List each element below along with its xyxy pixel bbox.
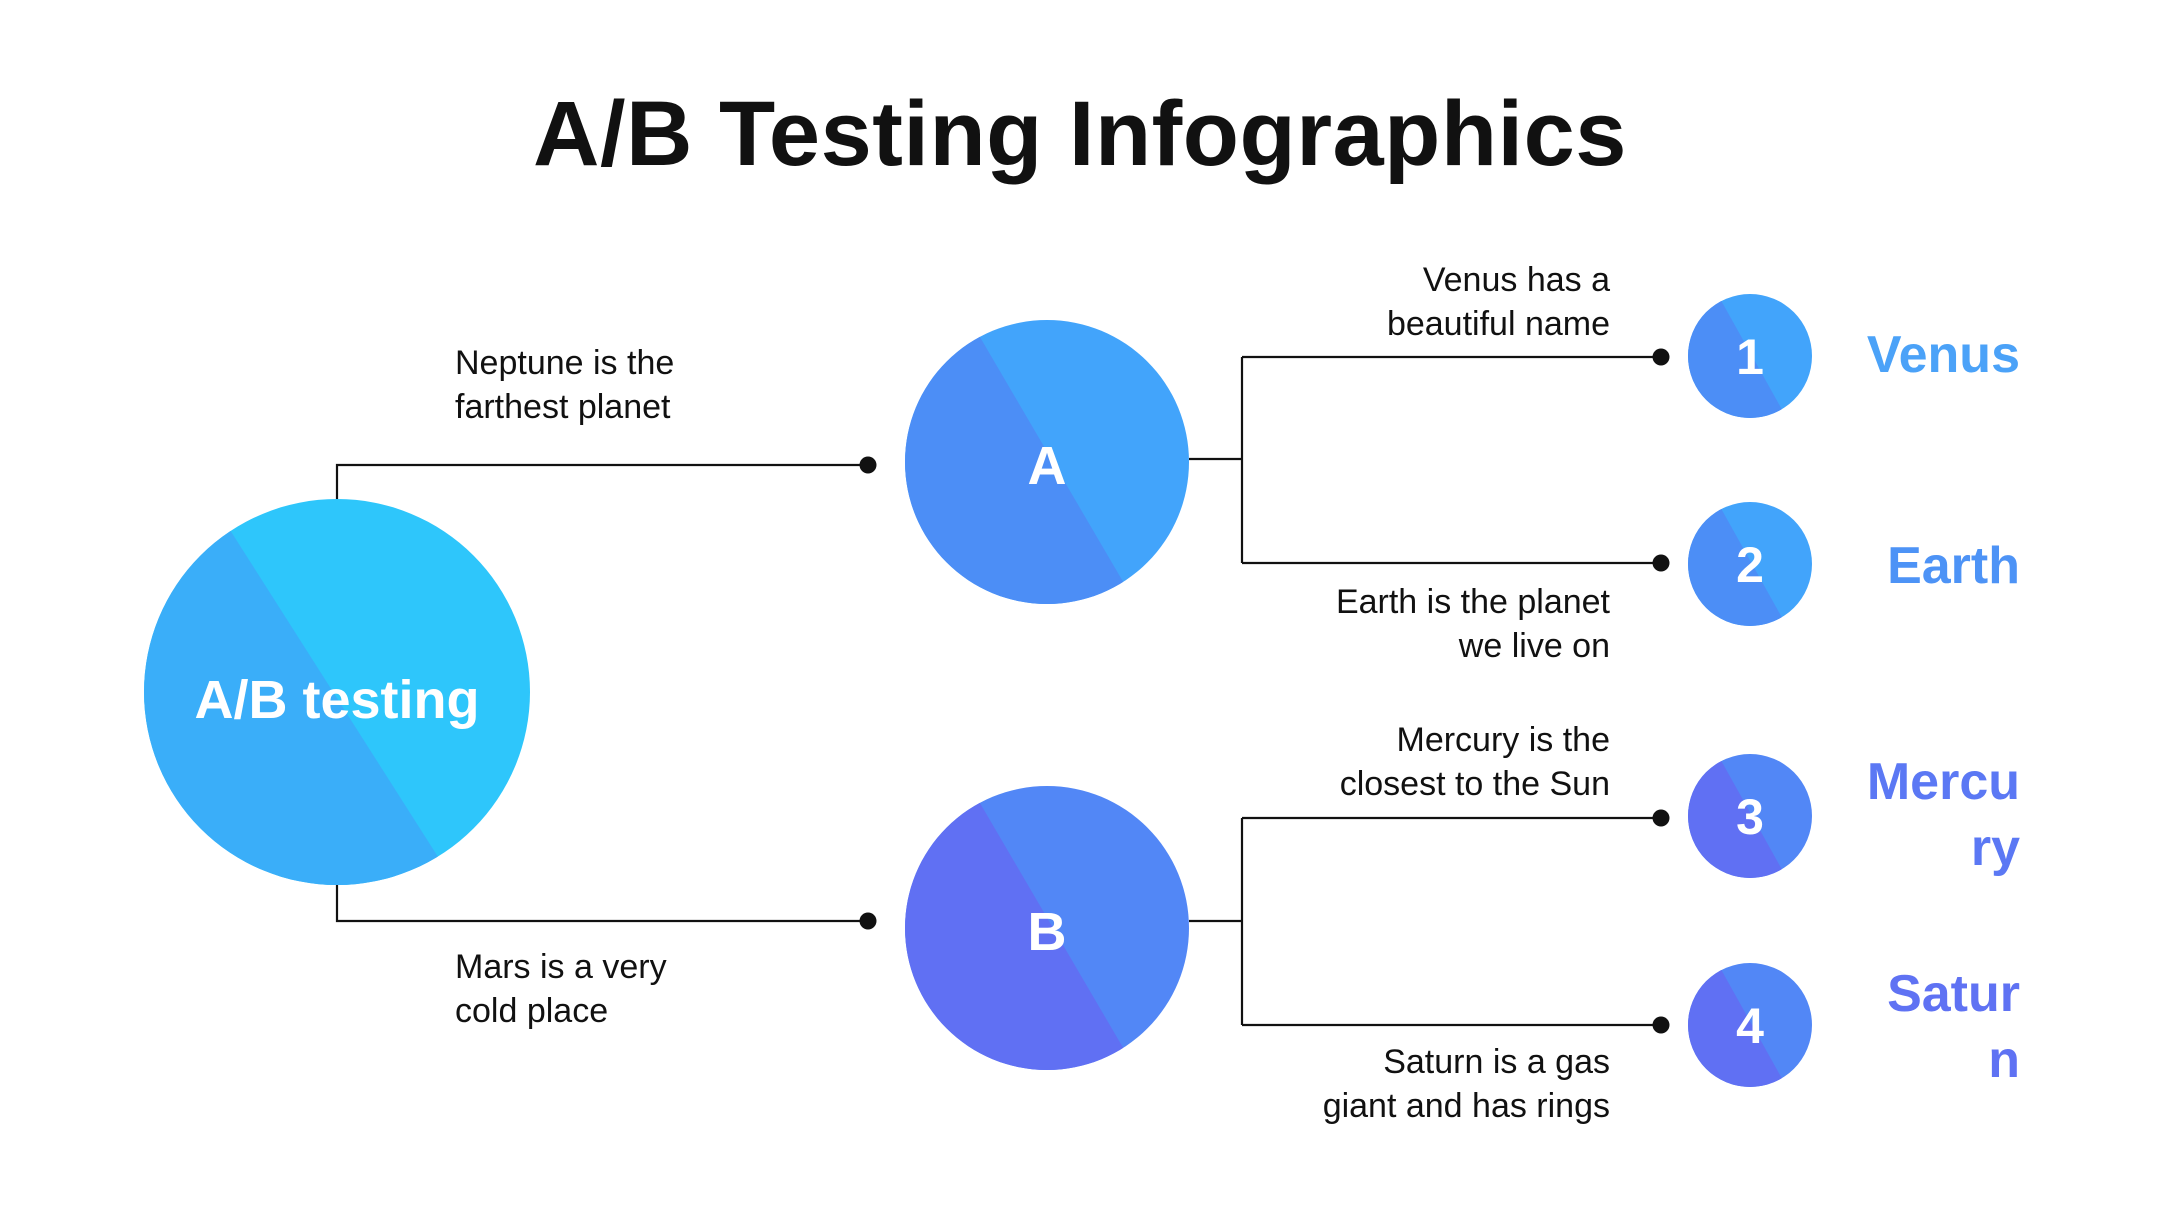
number-label-3: 3 — [1736, 789, 1764, 845]
connector-dot-3 — [1652, 809, 1670, 827]
variant-a-circle: A — [905, 320, 1189, 604]
connector-a-items — [1189, 355, 1661, 565]
root-circle-label: A/B testing — [194, 670, 479, 730]
variant-b-label: B — [1028, 902, 1067, 962]
connector-dot-2 — [1652, 554, 1670, 572]
branch-b-description: Mars is a very cold place — [455, 948, 667, 1030]
connector-dot-a — [859, 456, 877, 474]
planet-label-mercury: Mercu ry — [1866, 753, 2020, 877]
number-label-2: 2 — [1736, 537, 1764, 593]
root-circle: A/B testing — [144, 499, 530, 885]
root-connectors — [335, 463, 868, 923]
planet-label-saturn: Satur n — [1887, 965, 2020, 1089]
number-circle-2: 2 — [1688, 502, 1812, 626]
number-label-1: 1 — [1736, 329, 1764, 385]
number-circle-4: 4 — [1688, 963, 1812, 1087]
connector-dot-1 — [1652, 348, 1670, 366]
number-circle-3: 3 — [1688, 754, 1812, 878]
item-description-2: Earth is the planet we live on — [1335, 583, 1610, 665]
variant-a-label: A — [1028, 436, 1067, 496]
variant-b-circle: B — [905, 786, 1189, 1070]
planet-label-venus: Venus — [1866, 326, 2020, 384]
page-title: A/B Testing Infographics — [533, 83, 1627, 185]
connector-root-a — [335, 463, 868, 499]
item-description-1: Venus has a beautiful name — [1386, 261, 1610, 343]
connector-dot-4 — [1652, 1016, 1670, 1034]
connector-dot-b — [859, 912, 877, 930]
item-description-4: Saturn is a gas giant and has rings — [1322, 1043, 1610, 1125]
item-description-3: Mercury is the closest to the Sun — [1339, 721, 1610, 803]
planet-label-earth: Earth — [1887, 537, 2020, 595]
branch-a-description: Neptune is the farthest planet — [455, 344, 675, 426]
number-label-4: 4 — [1736, 998, 1764, 1054]
number-circle-1: 1 — [1688, 294, 1812, 418]
item-connectors — [1189, 355, 1661, 1027]
connector-b-items — [1189, 816, 1661, 1027]
connector-root-b — [335, 885, 868, 923]
